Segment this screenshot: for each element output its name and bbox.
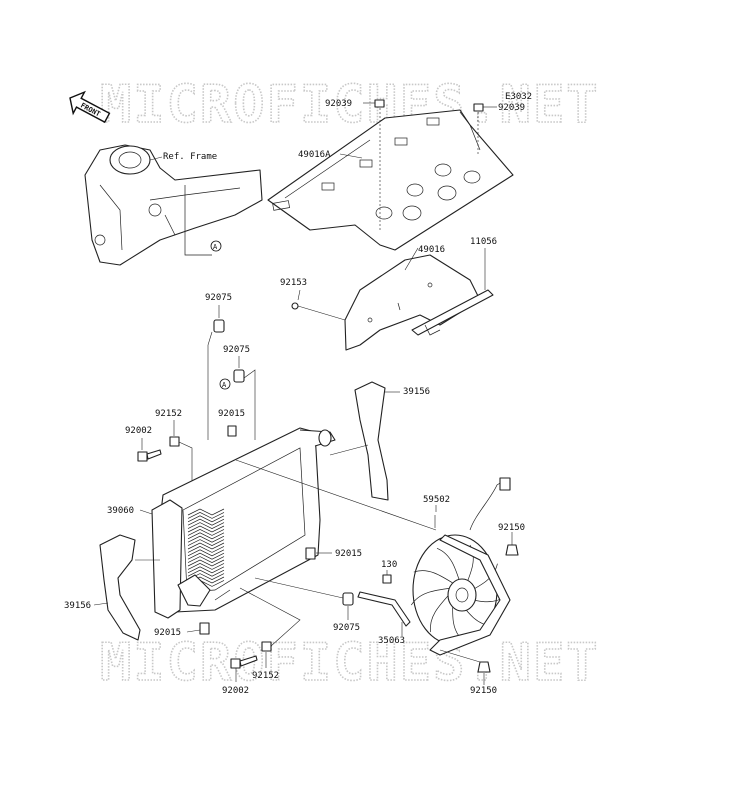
part-92152-upper: 92152 [155,409,182,419]
part-92150-upper: 92150 [498,523,525,533]
cover-plate-49016a [267,109,514,251]
part-49016a: 49016A [298,150,331,160]
radiator-fin [187,563,225,570]
collar-92152-low [239,587,301,668]
radiator-fin [187,566,225,574]
shroud-39156-right [329,381,400,501]
part-92002-upper: 92002 [125,426,152,436]
callout-a-upper: A [210,240,222,252]
part-92039-left: 92039 [325,99,352,109]
hose-35063 [357,591,411,627]
radiator-fin [187,512,225,519]
part-130: 130 [381,560,397,570]
part-39156-left: 39156 [64,601,91,611]
radiator-fin [187,546,225,553]
radiator-fin [187,529,225,536]
bolt-92039-right [473,103,497,155]
watermark-top: MICROFICHES.NET [100,75,600,135]
part-35063: 35063 [378,636,405,646]
part-92075-low: 92075 [333,623,360,633]
clip-130 [382,574,392,584]
part-92015-mid: 92015 [335,549,362,559]
part-92150-lower: 92150 [470,686,497,696]
part-39156-right: 39156 [403,387,430,397]
part-92015-upper: 92015 [218,409,245,419]
radiator-fin [187,522,225,529]
bolt-92039-left [363,99,385,232]
clip-92015-upper [227,425,237,437]
radiator-fin [187,535,225,543]
part-92039-right: 92039 [498,103,525,113]
fan-59502 [410,477,511,656]
part-49016: 49016 [418,245,445,255]
radiator-fin [187,515,225,523]
bolt-92002-upper [137,449,162,462]
radiator-fin [187,539,225,546]
collar-92152-upper [169,420,193,485]
diagram-code: E3032 [505,92,532,102]
ref-frame-label: Ref. Frame [163,152,217,162]
grommet-92150-upper [505,544,519,556]
radiator-fin [187,518,225,526]
radiator-39060 [139,427,437,619]
bracket-49016 [344,254,481,351]
bolt-92153 [291,302,299,310]
radiator-fin [187,542,225,550]
clip-92015-low [199,622,210,635]
part-92153: 92153 [280,278,307,288]
radiator-fin [187,552,225,560]
radiator-fin [187,556,225,563]
radiator-fin [187,508,225,516]
grommet-92075-low [342,592,354,606]
grommet-92075-top [207,305,225,440]
radiator-fin [187,559,225,567]
part-92002-low: 92002 [222,686,249,696]
part-11056: 11056 [470,237,497,247]
radiator-fin [187,532,225,540]
callout-a-lower: A [219,378,231,390]
radiator-fin [187,569,225,577]
radiator-fin [187,525,225,533]
bolt-92002-low [230,655,258,669]
clip-92015-mid [305,547,316,560]
svg-text:A: A [222,381,227,389]
part-92152-low: 92152 [252,671,279,681]
svg-text:A: A [213,243,218,251]
bracket-11056 [411,289,494,336]
shroud-39156-left [93,534,160,641]
part-92075-mid: 92075 [223,345,250,355]
radiator-fin [187,549,225,557]
grommet-92150-lower [477,661,491,673]
part-92075-top: 92075 [205,293,232,303]
watermark-bottom: MICROFICHES.NET [100,633,600,693]
part-59502: 59502 [423,495,450,505]
grommet-92075-mid [233,356,256,440]
part-39060: 39060 [107,506,134,516]
frame-illustration [84,144,263,266]
part-92015-low: 92015 [154,628,181,638]
